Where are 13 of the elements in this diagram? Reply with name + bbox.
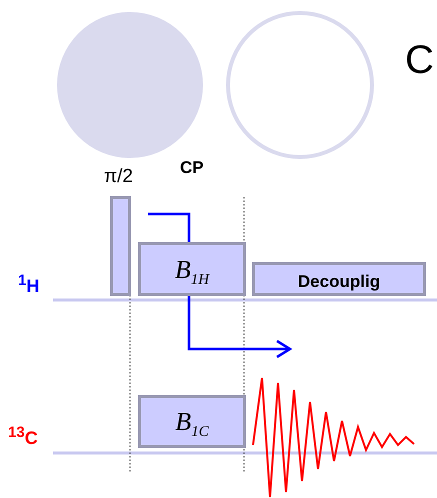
pulse-angle-label: π/2 <box>104 166 133 188</box>
field-symbol: B$_{1H}$ <box>174 254 210 290</box>
pulse-block <box>252 262 426 296</box>
channel-label: $^{1}$H <box>18 272 40 297</box>
sequence-label: CP <box>180 158 204 178</box>
pulse-block <box>138 395 246 448</box>
pulse-block <box>138 242 246 296</box>
field-symbol: B$_{1C}$ <box>175 407 209 442</box>
pulse-bar <box>110 196 131 296</box>
title-letter: C <box>405 38 434 83</box>
circle <box>226 11 374 159</box>
pulse-label: Decouplig <box>298 271 380 292</box>
channel-label: $^{13}$C <box>8 424 38 449</box>
